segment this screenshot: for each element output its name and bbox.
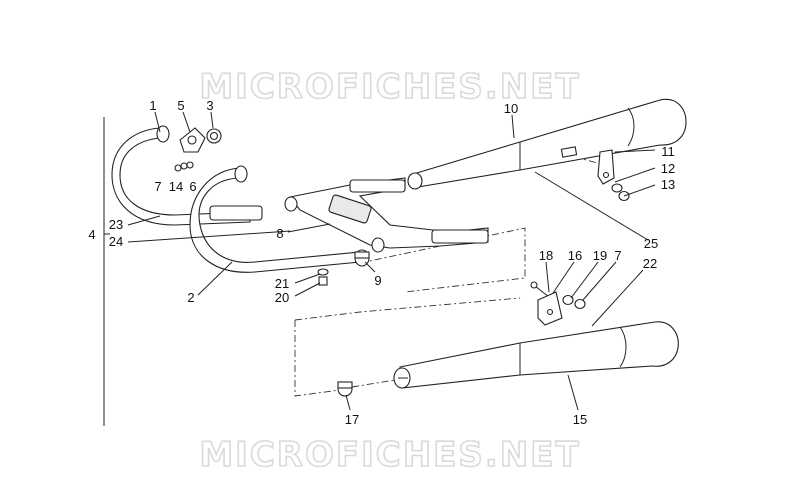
label-12: 12 xyxy=(661,161,675,176)
washer-nut-19-7 xyxy=(562,294,586,310)
label-20: 20 xyxy=(275,290,289,305)
bracket-part-11 xyxy=(597,149,615,185)
label-13: 13 xyxy=(661,177,675,192)
exhaust-pipe-upper xyxy=(111,125,263,226)
label-2: 2 xyxy=(187,290,194,305)
muffler-lower-part-15 xyxy=(393,321,679,389)
label-7-upper: 7 xyxy=(154,179,161,194)
watermark-top: MICROFICHES.NET xyxy=(199,67,580,107)
bracket-part-16 xyxy=(537,291,563,326)
gasket-part-3 xyxy=(206,128,222,144)
muffler-upper-part-10 xyxy=(407,98,687,190)
label-1: 1 xyxy=(149,98,156,113)
flange-part-5 xyxy=(179,127,206,153)
label-21: 21 xyxy=(275,276,289,291)
label-11: 11 xyxy=(661,144,675,159)
label-5: 5 xyxy=(177,98,184,113)
clamp-part-17 xyxy=(337,381,353,397)
washers-7-14-6 xyxy=(174,161,194,172)
leader-lines xyxy=(127,111,656,411)
nut-washer-12-13 xyxy=(611,183,630,202)
exhaust-pipe-lower xyxy=(189,165,361,273)
label-18: 18 xyxy=(539,248,553,263)
label-23: 23 xyxy=(109,217,123,232)
label-3: 3 xyxy=(206,98,213,113)
bolt-part-20-21 xyxy=(317,268,329,286)
bolt-part-18 xyxy=(530,281,550,298)
label-8: 8 xyxy=(276,226,283,241)
label-15: 15 xyxy=(573,412,587,427)
label-9: 9 xyxy=(374,273,381,288)
label-10: 10 xyxy=(504,101,518,116)
label-14: 14 xyxy=(169,179,183,194)
label-22: 22 xyxy=(643,256,657,271)
label-19: 19 xyxy=(593,248,607,263)
label-17: 17 xyxy=(345,412,359,427)
label-6: 6 xyxy=(189,179,196,194)
label-4: 4 xyxy=(88,227,95,242)
label-7-lower: 7 xyxy=(614,248,621,263)
label-25: 25 xyxy=(644,236,658,251)
part-number-labels: 1 5 3 10 7 14 6 11 12 13 4 23 24 8 25 2 … xyxy=(88,98,675,427)
watermark-bottom: MICROFICHES.NET xyxy=(199,435,580,475)
label-24: 24 xyxy=(109,234,123,249)
label-16: 16 xyxy=(568,248,582,263)
crossover-pipe-part-8 xyxy=(284,177,489,253)
assembly-lines xyxy=(294,152,606,397)
